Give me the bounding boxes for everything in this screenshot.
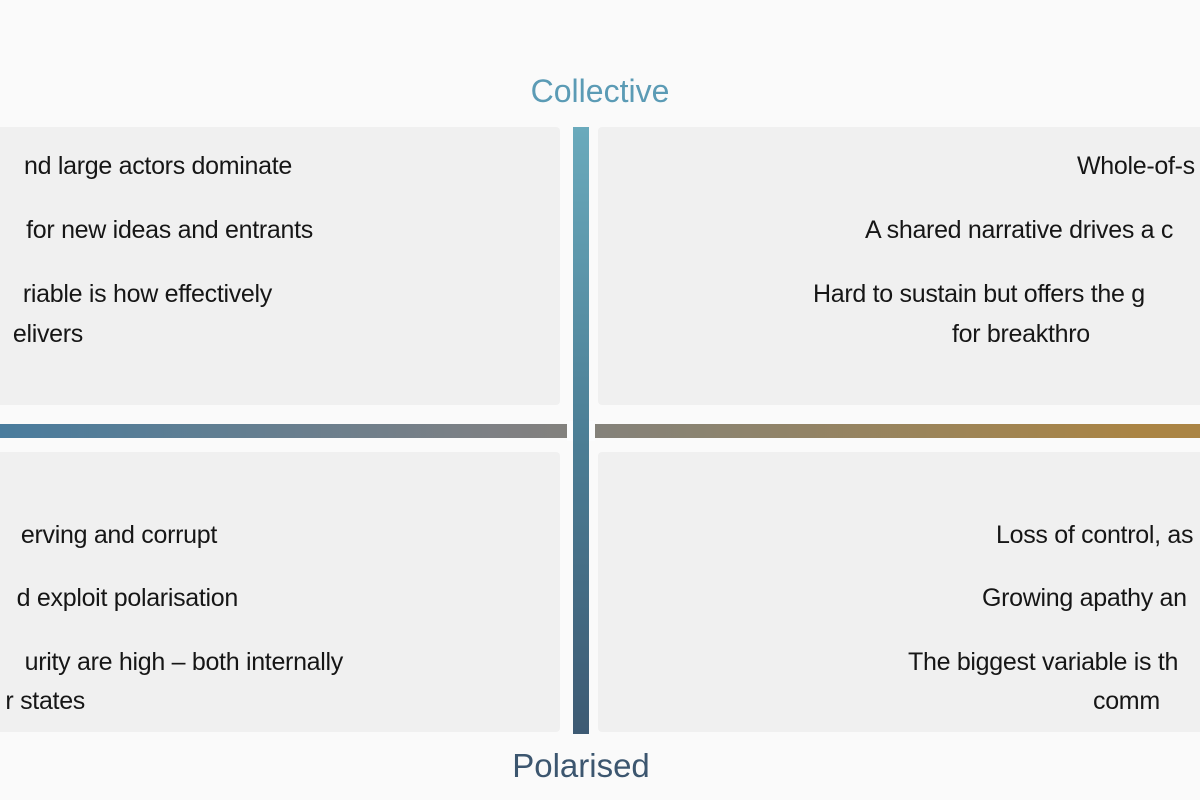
quadrant-panel-top-right xyxy=(598,127,1200,405)
bottom-left-line-2: d exploit polarisation xyxy=(16,584,239,612)
top-left-line-2: for new ideas and entrants xyxy=(26,216,313,244)
top-right-line-1: Whole-of-s xyxy=(1077,152,1195,180)
quadrant-panel-top-left xyxy=(0,127,560,405)
top-right-line-3: Hard to sustain but offers the g xyxy=(813,280,1145,308)
top-right-line-2: A shared narrative drives a c xyxy=(865,216,1174,244)
quadrant-panel-bottom-right xyxy=(598,452,1200,732)
top-left-line-4: elivers xyxy=(12,320,83,348)
top-left-line-3: riable is how effectively xyxy=(22,280,272,308)
bottom-left-line-4: r states xyxy=(5,687,85,715)
bottom-left-line-1: erving and corrupt xyxy=(20,521,217,549)
bottom-right-line-3: The biggest variable is th xyxy=(908,648,1179,676)
axis-label-collective: Collective xyxy=(530,73,670,109)
axis-label-polarised: Polarised xyxy=(512,747,650,784)
bottom-right-line-2: Growing apathy an xyxy=(982,584,1187,612)
bottom-right-line-4: comm xyxy=(1093,687,1160,715)
horizontal-axis-bar xyxy=(0,424,1200,438)
vertical-axis-bar xyxy=(573,127,589,734)
top-right-line-4: for breakthro xyxy=(952,320,1090,348)
top-left-line-1: nd large actors dominate xyxy=(24,152,292,180)
quadrant-panel-bottom-left xyxy=(0,452,560,732)
bottom-right-line-1: Loss of control, as xyxy=(996,521,1194,549)
bottom-left-line-3: urity are high – both internally xyxy=(24,648,344,676)
